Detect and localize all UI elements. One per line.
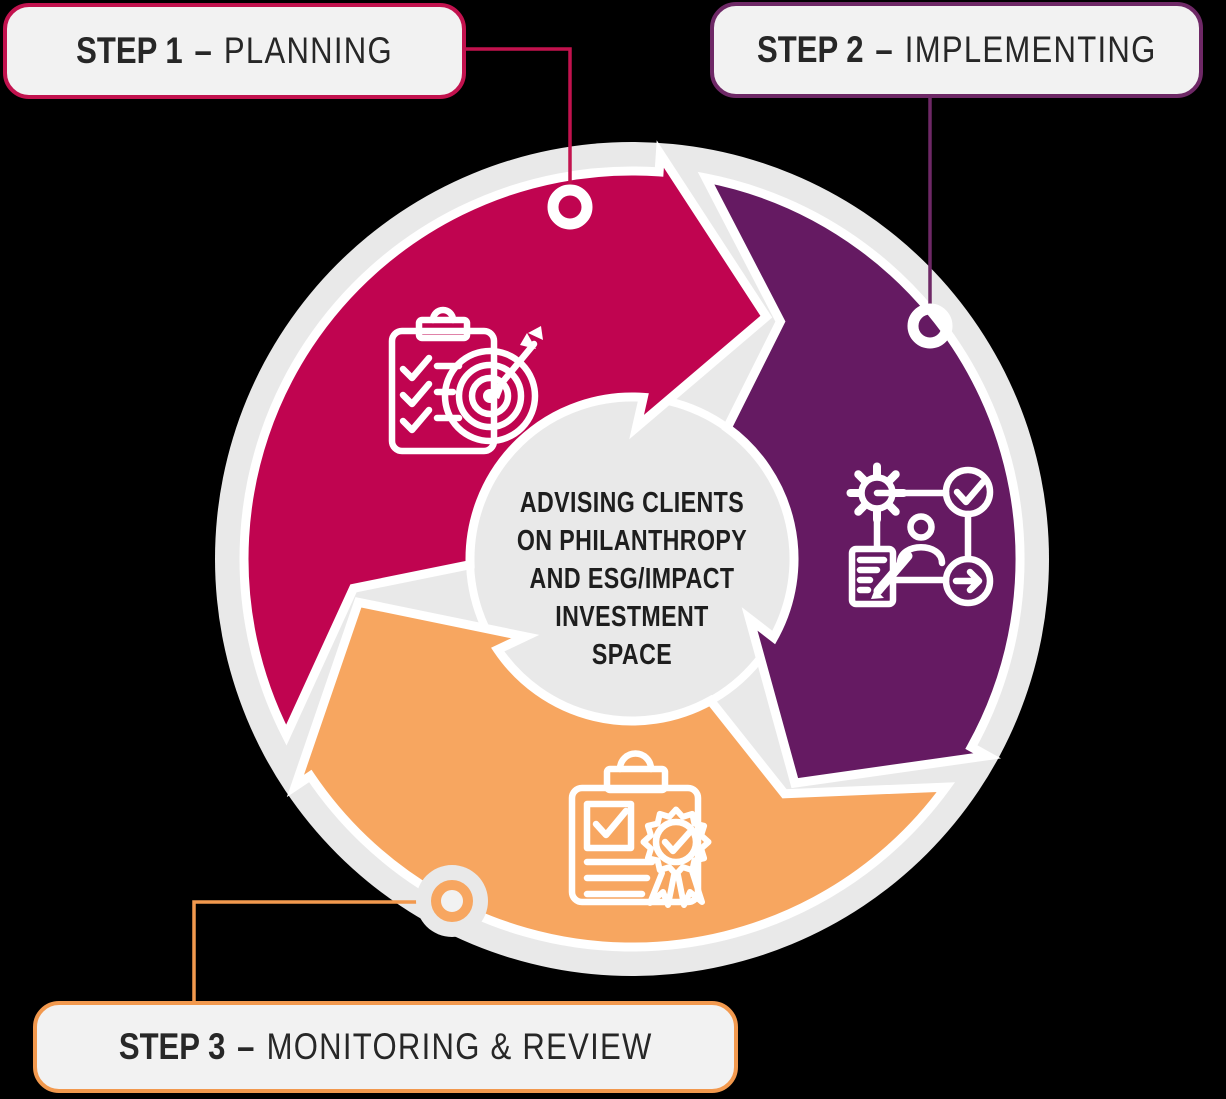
connector-dot-step-3 (416, 865, 488, 937)
clipboard-target-icon (388, 306, 543, 455)
step-2-name: IMPLEMENTING (904, 29, 1157, 70)
step-1-name: PLANNING (223, 30, 393, 71)
step-1-separator: – (194, 30, 213, 71)
step-2-label: STEP 2 (756, 29, 864, 70)
segment-step-3-monitoring (286, 597, 956, 952)
center-hub-text: ADVISING CLIENTS ON PHILANTHROPY AND ESG… (452, 484, 812, 674)
connector-dot-step-1 (547, 184, 593, 230)
center-line-1: ADVISING CLIENTS (519, 487, 745, 519)
step-1-label-box: STEP 1–PLANNING (3, 3, 466, 99)
step-3-label: STEP 3 (118, 1026, 226, 1067)
step-3-separator: – (236, 1026, 255, 1067)
center-line-3: AND ESG/IMPACT (529, 563, 735, 595)
center-line-2: ON PHILANTHROPY (516, 525, 748, 557)
certificate-clipboard-icon (568, 750, 712, 908)
center-line-4: INVESTMENT (555, 601, 709, 633)
segment-step-1-planning (239, 140, 773, 746)
center-line-5: SPACE (591, 639, 673, 671)
connector-line-step-3 (192, 900, 418, 1001)
step-2-separator: – (875, 29, 893, 70)
step-1-label: STEP 1 (76, 30, 183, 71)
step-2-label-box: STEP 2–IMPLEMENTING (710, 2, 1203, 98)
connector-dot-step-2 (907, 303, 953, 349)
step-3-name: MONITORING & REVIEW (266, 1026, 653, 1067)
connector-line-step-1 (466, 47, 572, 185)
gear-person-process-icon (846, 462, 994, 608)
step-3-label-box: STEP 3–MONITORING & REVIEW (33, 1001, 738, 1093)
